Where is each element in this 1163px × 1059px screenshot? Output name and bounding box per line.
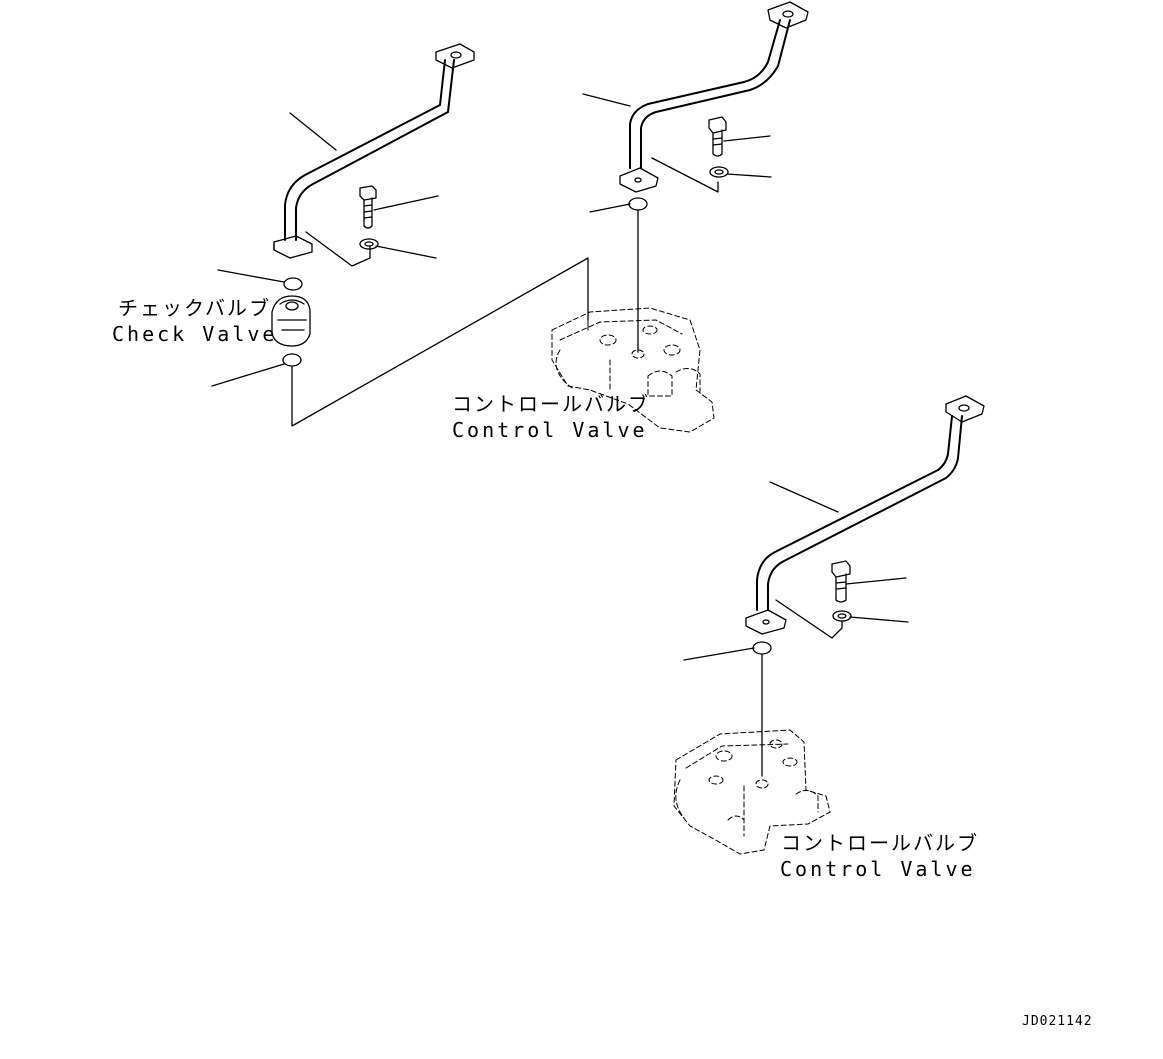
tube-2	[619, 1, 809, 193]
leader-washer-2	[726, 173, 772, 178]
control-valve-2	[673, 729, 831, 855]
drawing-code: JD021142	[1022, 1014, 1093, 1029]
leader-o-ring-1	[217, 269, 285, 283]
leader-tube-3	[769, 481, 839, 513]
leader-o-ring-2	[211, 363, 285, 387]
leader-bolt-1	[373, 195, 439, 211]
control-valve-1	[551, 307, 715, 433]
leader-washer-1	[375, 245, 437, 259]
bolt-1	[359, 185, 377, 229]
leader-washer-3	[849, 616, 909, 623]
control-valve-2-label-jp: コントロールバルブ	[781, 831, 979, 855]
washer-2	[709, 166, 729, 178]
leader-o-ring-4	[683, 647, 755, 661]
check-valve-label-jp: チェックバルブ	[118, 296, 271, 320]
flange-bracket-3	[775, 599, 843, 639]
leader-bolt-2	[723, 135, 771, 142]
check-valve-label-en: Check Valve	[112, 322, 278, 346]
o-ring-2	[282, 353, 302, 367]
control-valve-1-label-en: Control Valve	[452, 418, 648, 442]
o-ring-4	[752, 641, 772, 655]
washer-1	[359, 238, 379, 250]
tube-assembly-1	[211, 43, 589, 427]
connection-line-1	[291, 257, 589, 427]
washer-3	[832, 610, 852, 622]
flange-bracket-1	[305, 231, 371, 267]
tube-assembly-2	[582, 1, 809, 353]
leader-tube-1	[289, 112, 337, 151]
o-ring-1	[283, 277, 303, 291]
tube-1	[273, 43, 475, 259]
bolt-3	[831, 560, 851, 603]
control-valve-1-label-jp: コントロールバルブ	[452, 392, 650, 416]
flange-bracket-2	[651, 157, 719, 193]
control-valve-2-label-en: Control Valve	[780, 857, 976, 881]
o-ring-3	[628, 197, 648, 211]
leader-o-ring-3	[589, 203, 631, 213]
tube-3	[745, 395, 985, 635]
bolt-2	[708, 116, 727, 157]
tube-assembly-3	[683, 395, 985, 777]
leader-tube-2	[582, 93, 631, 107]
leader-bolt-3	[845, 577, 907, 585]
check-valve-part	[271, 295, 311, 347]
